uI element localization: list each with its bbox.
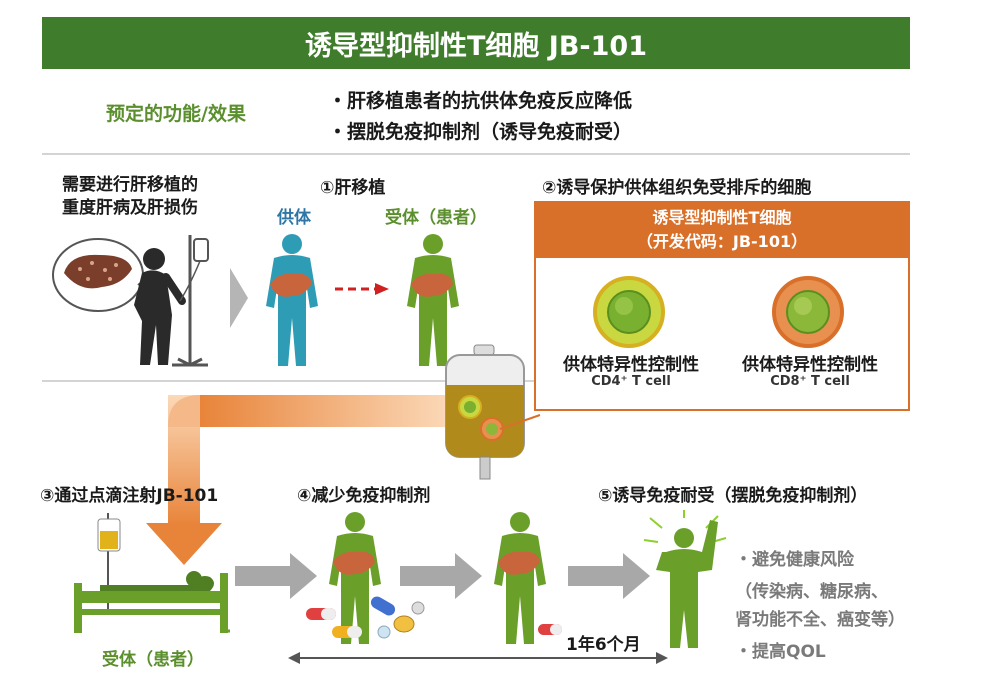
cell-info-header: 诱导型抑制性T细胞 （开发代码：JB-101） [534, 201, 910, 258]
donor-figure [262, 232, 322, 368]
cd8-cell-name: 供体特异性控制性 [735, 350, 885, 375]
step1-label: ①肝移植 [320, 173, 385, 198]
step5-label: ⑤诱导免疫耐受（摆脱免疫抑制剂） [598, 481, 867, 506]
bed-patient-illustration [70, 513, 240, 633]
cd4-cell-name: 供体特异性控制性 [556, 350, 706, 375]
function-item-1: ・肝移植患者的抗供体免疫反应降低 [328, 86, 632, 113]
timeline-arrow [288, 650, 668, 666]
recipient-label: 受体（患者） [385, 203, 487, 228]
transplant-arrow [335, 283, 390, 295]
cell-box-code: （开发代码：JB-101） [534, 230, 910, 254]
healthy-patient-figure [640, 510, 730, 650]
patient-need-line1: 需要进行肝移植的 [62, 170, 198, 195]
function-item-2: ・摆脱免疫抑制剂（诱导免疫耐受） [328, 117, 632, 144]
cell-box-title: 诱导型抑制性T细胞 [534, 206, 910, 230]
benefit-4: ・提高QOL [735, 637, 826, 662]
function-label: 预定的功能/效果 [106, 99, 246, 126]
bed-patient-label: 受体（患者） [102, 645, 204, 670]
benefit-3: 肾功能不全、癌变等） [735, 605, 905, 630]
single-pill-icon [536, 622, 564, 638]
benefit-2: （传染病、糖尿病、 [735, 577, 888, 602]
cd4-cell-icon [593, 276, 669, 348]
chevron-right-icon [230, 268, 250, 328]
cd4-cell-sub: CD4⁺ T cell [556, 374, 706, 389]
step4-label: ④减少免疫抑制剂 [297, 481, 430, 506]
cd8-cell-sub: CD8⁺ T cell [735, 374, 885, 389]
patient-need-line2: 重度肝病及肝损伤 [62, 193, 198, 218]
sick-patient-illustration [50, 225, 220, 370]
pills-icon [300, 592, 430, 647]
step3-label: ③通过点滴注射JB-101 [40, 481, 218, 506]
step2-label: ②诱导保护供体组织免受排斥的细胞 [542, 173, 811, 198]
donor-label: 供体 [277, 203, 311, 228]
divider-top [42, 153, 910, 155]
page-title: 诱导型抑制性T细胞 JB-101 [42, 17, 910, 69]
cd8-cell-icon [772, 276, 848, 348]
benefit-1: ・避免健康风险 [735, 545, 854, 570]
jb101-infusion-bag [440, 345, 530, 480]
